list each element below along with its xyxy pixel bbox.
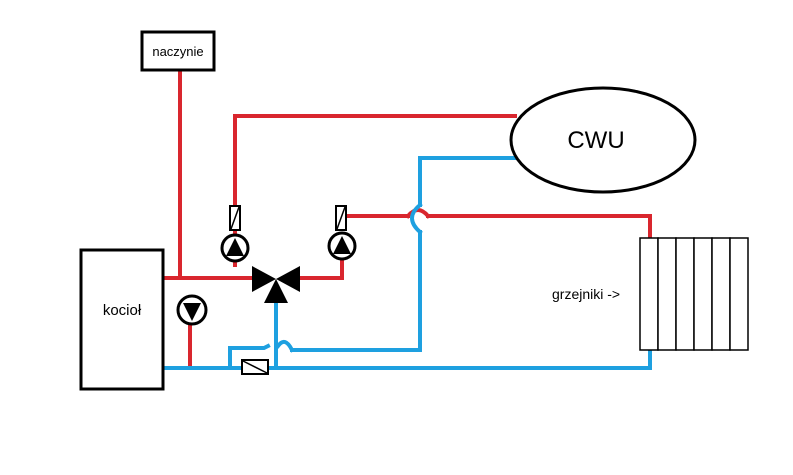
radiators-label: grzejniki ->	[552, 286, 620, 302]
boiler: kocioł	[79, 248, 165, 391]
cwu-return-line	[418, 156, 517, 207]
main-return-line	[161, 346, 652, 370]
hot-water-tank-label: CWU	[567, 127, 624, 154]
return-pipes	[161, 156, 652, 370]
return-crossover-bridge	[275, 339, 295, 353]
boiler-box	[79, 248, 165, 391]
cwu-check-valve-icon	[229, 205, 241, 231]
radiator-section-2	[657, 237, 677, 351]
cwu-return-line-2	[290, 230, 422, 352]
radiator-section-5	[711, 237, 731, 351]
radiator-section-6	[729, 237, 749, 351]
return-check-valve-icon	[241, 359, 269, 375]
cwu-return-crossover	[410, 202, 423, 235]
expansion-tank: naczynie	[140, 30, 216, 72]
expansion-tank-label: naczynie	[152, 44, 203, 59]
boiler-label: kocioł	[103, 302, 142, 319]
hot-water-tank-shape	[509, 86, 697, 194]
radiator-pump-icon	[327, 231, 357, 261]
boiler-pump-icon	[176, 294, 208, 326]
bypass-return-line	[228, 343, 271, 370]
cwu-pump-icon	[220, 233, 250, 263]
radiators: grzejniki ->	[552, 237, 749, 351]
expansion-tank-box	[140, 30, 216, 72]
radiator-section-3	[675, 237, 695, 351]
cwu-supply-line	[233, 114, 517, 267]
radiator-supply-line	[340, 214, 410, 222]
hot-water-tank: CWU	[509, 86, 697, 194]
radiator-section-4	[693, 237, 713, 351]
three-way-valve-icon	[252, 266, 300, 303]
radiator-supply-line-2	[426, 214, 652, 242]
radiator-section-1	[639, 237, 659, 351]
radiator-check-valve-icon	[335, 205, 347, 231]
